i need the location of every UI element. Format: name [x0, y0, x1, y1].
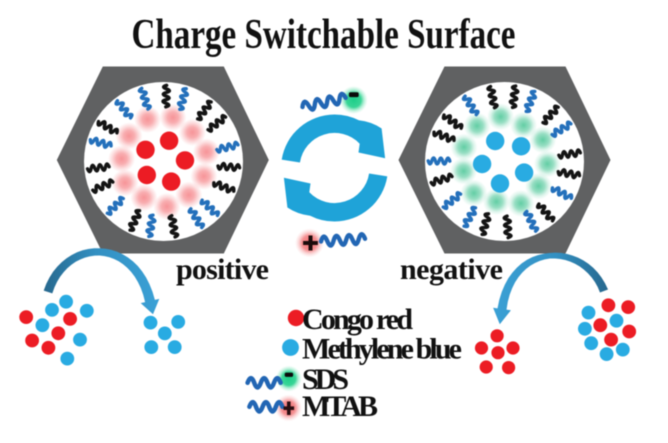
svg-text:positive: positive — [176, 253, 269, 286]
svg-text:negative: negative — [400, 253, 503, 286]
svg-text:MTAB: MTAB — [302, 390, 378, 423]
svg-text:Methylene blue: Methylene blue — [302, 332, 462, 365]
svg-text:Congo red: Congo red — [302, 303, 413, 336]
svg-text:Charge Switchable Surface: Charge Switchable Surface — [132, 12, 516, 58]
svg-text:SDS: SDS — [302, 363, 349, 396]
